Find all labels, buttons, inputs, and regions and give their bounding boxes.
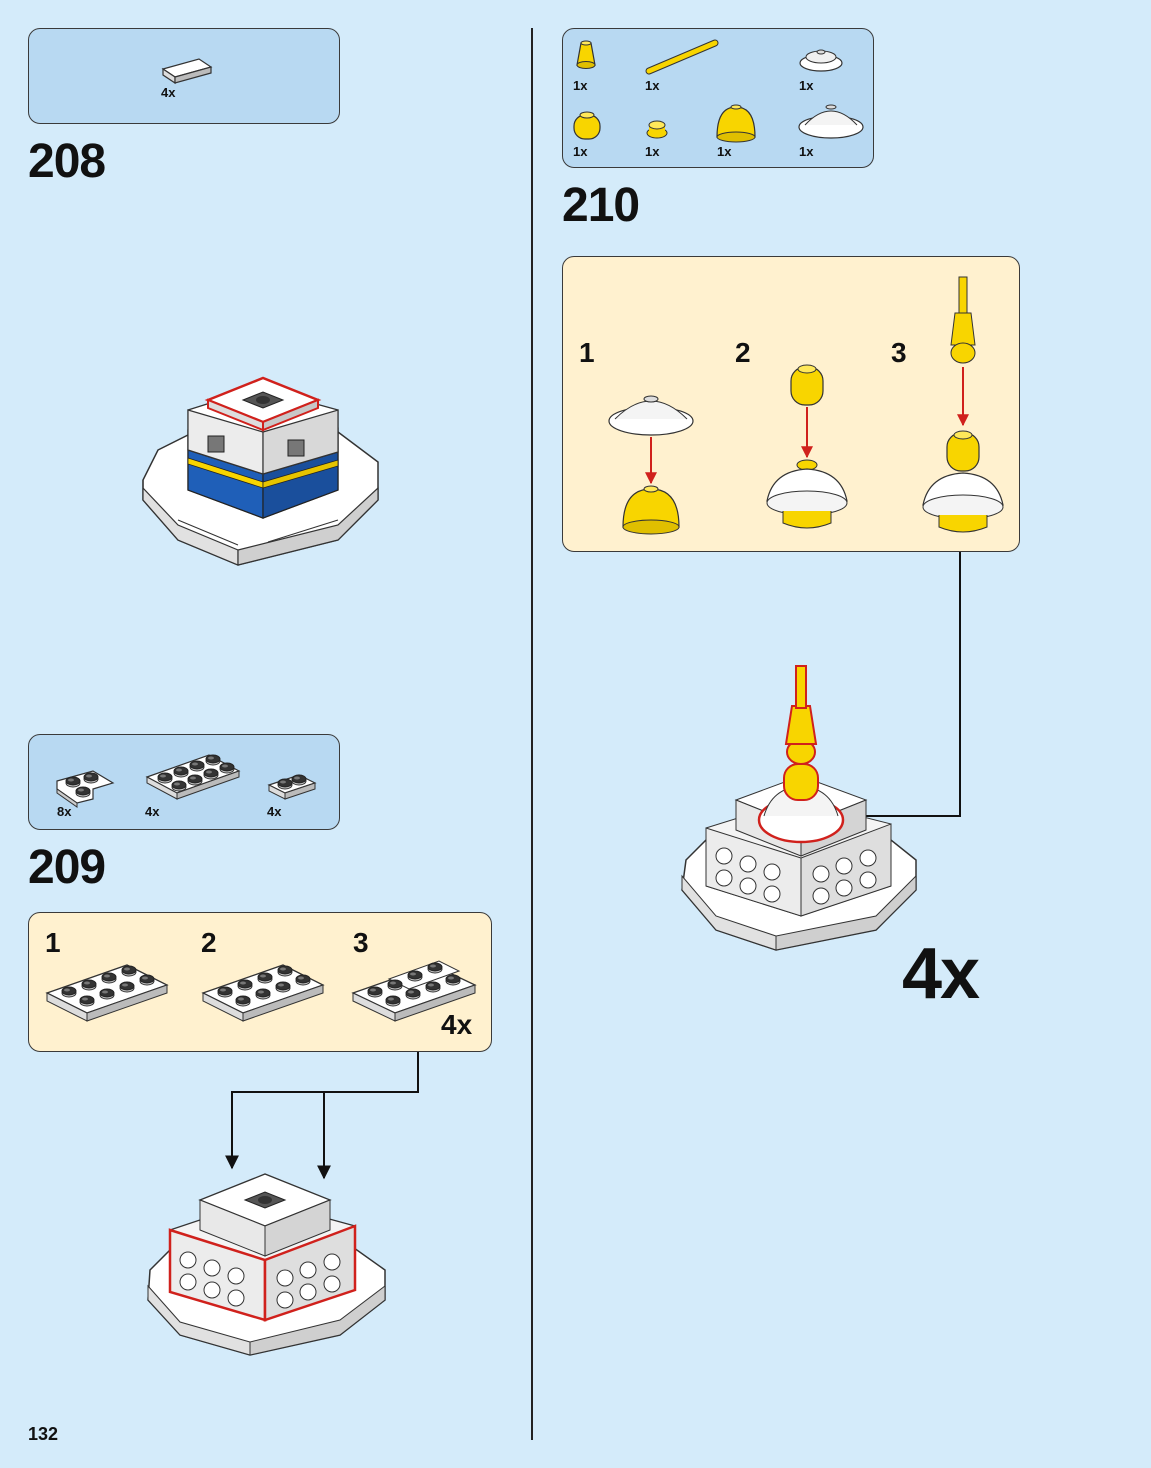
yellow-bar-icon [645,39,719,75]
yellow-round-plate-icon [646,120,668,139]
white-dish-small-icon [799,49,843,72]
parts-callout-209: 8x 4x 4x [28,734,340,830]
part-qty: 4x [267,804,282,819]
step-number-210: 210 [562,179,640,232]
part-qty: 1x [799,78,814,93]
part-qty: 8x [57,804,72,819]
step-210-assembly-illustration [681,665,917,951]
part-qty: 1x [645,78,660,93]
substep-box-210: 1 2 3 [562,256,1020,552]
substep-multiplier: 4x [441,1009,473,1040]
step-208-assembly-illustration [142,376,379,566]
substep-210-1-illustration [608,395,694,535]
part-qty: 4x [145,804,160,819]
white-corner-plate-icon [56,770,115,808]
white-plate-2x4-icon [145,754,241,800]
white-tile-1x2-icon [161,58,213,85]
part-qty: 4x [161,85,176,100]
yellow-round-brick-icon [573,111,601,140]
part-qty: 1x [645,144,660,159]
parts-callout-208: 4x [28,28,340,124]
part-qty: 1x [799,144,814,159]
white-dish-large-icon [798,104,864,139]
substep-label: 2 [201,927,217,958]
substep-209-1-illustration [45,964,169,1022]
substep-210-3-illustration [922,276,1004,533]
white-plate-1x2-icon [267,774,317,800]
page-number: 132 [28,1424,59,1444]
yellow-cone-icon [576,40,596,69]
step-number-208: 208 [28,135,106,188]
column-divider [531,28,533,1440]
part-qty: 1x [717,144,732,159]
parts-callout-210: 1x 1x 1x 1x 1x 1x 1x [562,28,874,168]
substep-210-2-illustration [766,364,848,529]
step-209-assembly-illustration [147,1173,386,1356]
substep-209-2-illustration [201,964,325,1022]
step-number-209: 209 [28,841,106,894]
substep-label: 3 [353,927,369,958]
substep-label: 2 [735,337,751,368]
substep-209-3-illustration [351,960,477,1022]
part-qty: 1x [573,144,588,159]
substep-label: 1 [579,337,595,368]
substep-label: 1 [45,927,61,958]
part-qty: 1x [573,78,588,93]
substep-box-209: 1 2 3 4x [28,912,492,1052]
step-multiplier-210: 4x [902,934,980,1014]
yellow-dome-icon [716,104,756,143]
substep-label: 3 [891,337,907,368]
